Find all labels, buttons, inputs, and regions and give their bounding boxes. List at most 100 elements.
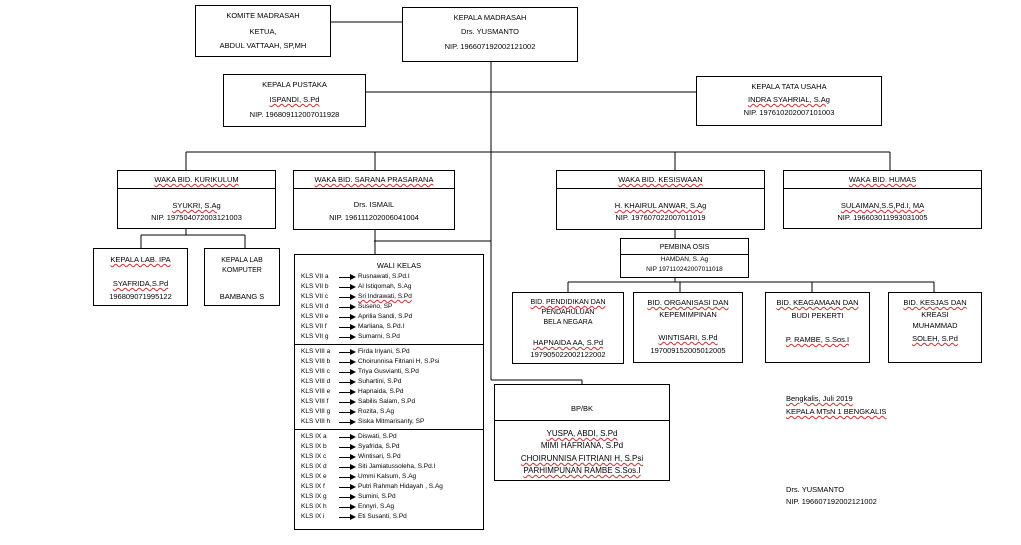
bpbk-member: PARHIMPUNAN RAMBE S.Sos.I xyxy=(523,466,641,475)
osis-title: PEMBINA OSIS xyxy=(659,244,710,251)
kelas-label: KLS IX f xyxy=(301,483,325,490)
kelas-label: KLS IX c xyxy=(301,453,327,460)
komite-madrasah-box: KOMITE MADRASAH KETUA, ABDUL VATTAAH, SP… xyxy=(195,5,331,57)
wali-name: Ennyri, S.Ag xyxy=(358,503,395,510)
lab-ipa-title: KEPALA LAB. IPA xyxy=(110,255,171,264)
arrow-icon xyxy=(339,362,351,363)
kelas-label: KLS IX b xyxy=(301,443,327,450)
signature-name: Drs. YUSMANTO xyxy=(786,485,845,494)
arrow-icon xyxy=(339,477,351,478)
wali-name: Ummi Kalsum, S.Ag xyxy=(358,473,417,480)
bid-pendidikan-nip: 197905022002122002 xyxy=(530,350,606,359)
waka-kurikulum-box: WAKA BID. KURIKULUM SYUKRI, S.Ag NIP. 19… xyxy=(117,170,276,229)
arrowhead-icon xyxy=(350,409,356,415)
bid-pendidikan-box: BID. PENDIDIKAN DAN PENDAHULUAN BELA NEG… xyxy=(512,292,624,364)
kelas-label: KLS VII c xyxy=(301,293,329,300)
bid-pendidikan-line2: PENDAHULUAN xyxy=(541,309,595,316)
bid-pendidikan-line3: BELA NEGARA xyxy=(543,319,593,326)
arrow-icon xyxy=(339,412,351,413)
lab-komputer-title-1: KEPALA LAB xyxy=(221,257,263,264)
arrowhead-icon xyxy=(350,389,356,395)
arrow-icon xyxy=(339,447,351,448)
arrowhead-icon xyxy=(350,304,356,310)
signature-place-date: Bengkalis, Juli 2019 xyxy=(786,394,853,403)
group-divider xyxy=(295,344,483,345)
wali-name: Sumini, S.Pd xyxy=(358,493,396,500)
wali-name: Al Istiqomah, S.Ag xyxy=(358,283,412,290)
kesiswaan-title: WAKA BID. KESISWAAN xyxy=(618,175,703,184)
waka-humas-box: WAKA BID. HUMAS SULAIMAN,S.S,Pd.I, MA NI… xyxy=(783,170,982,229)
tatausaha-title: KEPALA TATA USAHA xyxy=(751,82,827,91)
kelas-label: KLS IX h xyxy=(301,503,327,510)
lab-komputer-title-2: KOMPUTER xyxy=(222,267,262,274)
arrow-icon xyxy=(339,497,351,498)
bpbk-member: CHOIRUNNISA FITRIANI H, S.Psi xyxy=(520,454,644,463)
sarana-title: WAKA BID. SARANA PRASARANA xyxy=(314,175,434,184)
bpbk-box: BP/BK YUSPA, ABDI, S.Pd MIMI HAFRIANA, S… xyxy=(494,384,670,481)
kelas-label: KLS VIII e xyxy=(301,388,331,395)
kelas-label: KLS VIII d xyxy=(301,378,331,385)
bid-organisasi-line1: BID. ORGANISASI DAN xyxy=(647,298,729,307)
kepala-lab-ipa-box: KEPALA LAB. IPA SYAFRIDA,S.Pd 1968090719… xyxy=(93,248,188,306)
bid-pendidikan-line1: BID. PENDIDIKAN DAN xyxy=(530,299,606,306)
signature-nip: NIP. 196607192002121002 xyxy=(786,497,877,506)
arrowhead-icon xyxy=(350,314,356,320)
wali-name: Sumarni, S.Pd xyxy=(358,333,400,340)
arrow-icon xyxy=(339,287,351,288)
kelas-label: KLS VIII b xyxy=(301,358,331,365)
bid-keagamaan-name: P. RAMBE, S.Sos.I xyxy=(785,335,850,344)
arrowhead-icon xyxy=(350,434,356,440)
bid-organisasi-nip: 197009152005012005 xyxy=(650,346,726,355)
kelas-label: KLS VIII h xyxy=(301,418,331,425)
arrowhead-icon xyxy=(350,454,356,460)
arrowhead-icon xyxy=(350,274,356,280)
arrow-icon xyxy=(339,297,351,298)
arrow-icon xyxy=(339,437,351,438)
lab-komputer-name: BAMBANG S xyxy=(219,292,265,301)
kelas-label: KLS IX e xyxy=(301,473,327,480)
arrow-icon xyxy=(339,402,351,403)
arrowhead-icon xyxy=(350,444,356,450)
arrow-icon xyxy=(339,487,351,488)
bid-organisasi-box: BID. ORGANISASI DAN KEPEMIMPINAN WINTISA… xyxy=(633,292,743,363)
kesiswaan-nip: NIP. 197607022007011019 xyxy=(615,213,706,222)
kelas-label: KLS IX d xyxy=(301,463,327,470)
kepala-tata-usaha-box: KEPALA TATA USAHA INDRA SYAHRIAL, S.Ag N… xyxy=(696,76,882,126)
arrow-icon xyxy=(339,372,351,373)
komite-name: ABDUL VATTAAH, SP,MH xyxy=(219,41,307,50)
wali-kelas-row: KLS IX b Syafrida, S.Pd xyxy=(295,443,483,453)
tatausaha-nip: NIP. 197610202007101003 xyxy=(743,108,835,117)
kurikulum-name: SYUKRI, S.Ag xyxy=(172,201,221,210)
arrow-icon xyxy=(339,467,351,468)
kelas-label: KLS VIII c xyxy=(301,368,330,375)
bid-kesjas-name-2: SOLEH, S.Pd xyxy=(912,334,958,343)
kelas-label: KLS IX a xyxy=(301,433,327,440)
bid-kesjas-line2: KREASI xyxy=(921,310,949,319)
wali-kelas-row: KLS IX g Sumini, S.Pd xyxy=(295,493,483,503)
pustaka-name: ISPANDI, S.Pd xyxy=(269,95,320,104)
kelas-label: KLS IX g xyxy=(301,493,327,500)
pustaka-nip: NIP. 196809112007011928 xyxy=(249,110,340,119)
komite-role: KETUA, xyxy=(249,27,277,36)
wali-name: Triya Gusvianti, S.Pd xyxy=(358,368,419,375)
bid-kesjas-line1: BID. KESJAS DAN xyxy=(903,298,967,307)
sarana-name: Drs. ISMAIL xyxy=(353,200,395,209)
pembina-osis-box: PEMBINA OSIS HAMDAN, S. Ag NIP 197110242… xyxy=(620,238,749,278)
wali-name: Diswati, S.Pd xyxy=(358,433,397,440)
kelas-label: KLS VIII f xyxy=(301,398,329,405)
wali-name: Rusnawati, S.Pd.I xyxy=(358,273,410,280)
arrowhead-icon xyxy=(350,359,356,365)
arrow-icon xyxy=(339,517,351,518)
wali-name: Syafrida, S.Pd xyxy=(358,443,400,450)
